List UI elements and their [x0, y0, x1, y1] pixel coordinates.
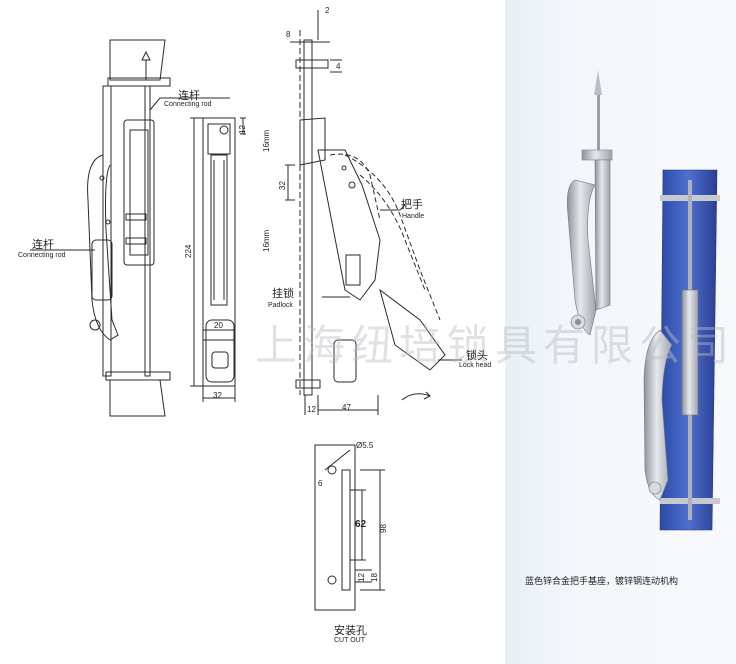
connecting-rod-left-cn-label: 连杆 [32, 239, 54, 251]
view1-rod [144, 85, 151, 377]
connecting-rod-top-cn-label: 连杆 [178, 90, 200, 102]
view2-body [202, 117, 236, 387]
view1-spine [102, 85, 112, 377]
view2-lock [205, 319, 235, 383]
handle-cn-label: 把手 [401, 199, 423, 211]
dim-20: 20 [214, 321, 223, 330]
dim-diameter-5-5: Ø5.5 [356, 441, 374, 450]
dim-62: 62 [355, 519, 367, 530]
dim-12-cutout: 12 [357, 573, 366, 582]
watermark-text: 上海纽培锁具有限公司 [255, 321, 736, 370]
bottom-bracket [105, 371, 171, 381]
dim-2: 2 [325, 6, 330, 15]
top-bracket [107, 77, 171, 87]
view3-handle [317, 149, 381, 301]
view3-lockhead [333, 339, 357, 383]
view3-rod [303, 39, 313, 396]
rotate-arrow [401, 393, 431, 401]
lockhead-cn-label: 锁头 [466, 350, 488, 362]
bottom-plate [109, 379, 166, 417]
padlock-cn-label: 挂锁 [272, 288, 294, 300]
dim-16mm-lower: 16mm [262, 229, 271, 252]
dim-16mm-upper: 16mm [262, 129, 271, 152]
cutout-en-label: CUT OUT [334, 637, 365, 644]
dim-18: 18 [370, 573, 379, 582]
dim-4: 4 [336, 62, 341, 71]
connecting-rod-left-en-label: Connecting rod [18, 252, 66, 259]
top-rod-tip [141, 50, 151, 61]
view1-handle [123, 119, 155, 266]
top-plate [109, 39, 166, 81]
padlock-en-label: Padlock [268, 302, 293, 309]
cutout-plate [314, 444, 356, 611]
handle-en-label: Handle [402, 213, 425, 220]
dim-6: 6 [318, 479, 323, 488]
dim-224: 224 [184, 244, 193, 258]
dim-47: 47 [342, 403, 351, 412]
cutout-slot [341, 469, 351, 591]
dim-12-side: 12 [307, 405, 316, 414]
dim-8: 8 [286, 30, 291, 39]
lockhead-en-label: Lock head [459, 362, 492, 369]
dim-12-top: 12 [238, 125, 247, 134]
view1-handle-side [87, 154, 119, 341]
dim-98: 98 [379, 524, 388, 533]
product-photo [567, 70, 720, 531]
handle-open-arc [344, 154, 441, 321]
cutout-cn-label: 安装孔 [334, 625, 367, 637]
dim-32-bottom: 32 [213, 391, 222, 400]
connecting-rod-top-en-label: Connecting rod [164, 101, 212, 108]
photo-caption: 蓝色锌合金把手基座，镀锌钢连动机构 [525, 577, 679, 587]
dim-32-side: 32 [278, 181, 287, 190]
